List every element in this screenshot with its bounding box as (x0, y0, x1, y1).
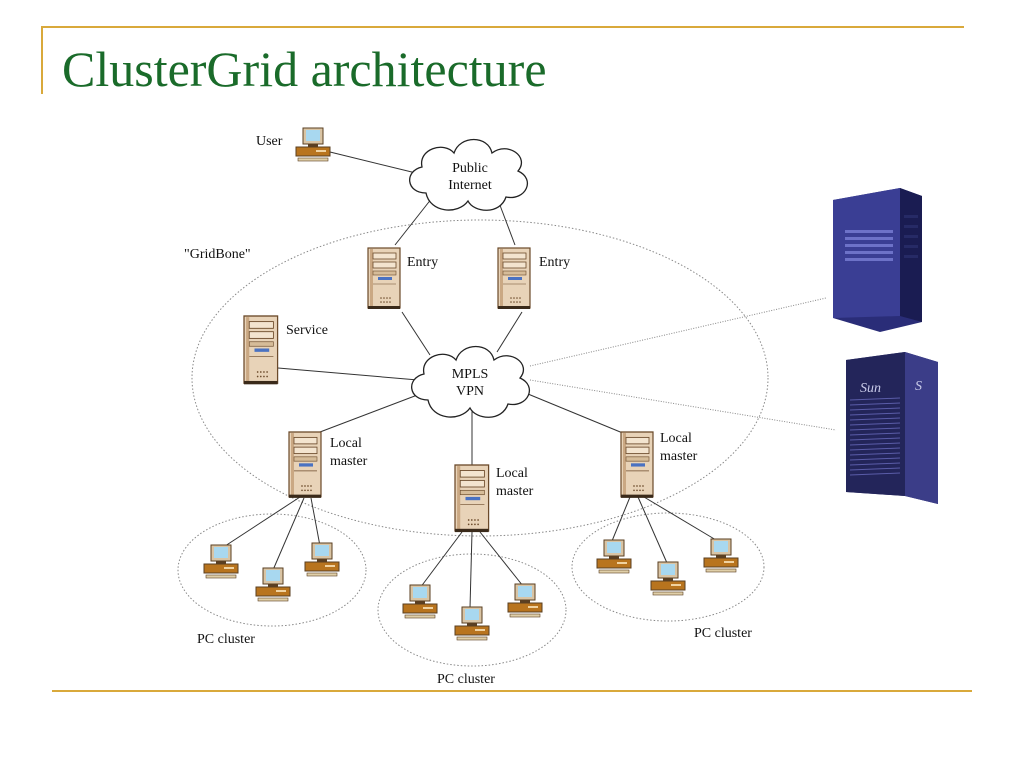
service-label: Service (286, 323, 328, 338)
entry-server-left (367, 247, 401, 310)
network-links (221, 151, 717, 609)
local-master-left-line1: Local (330, 436, 362, 451)
mpls-vpn-cloud: MPLS VPN (411, 345, 531, 418)
user-label: User (256, 134, 283, 149)
local-master-left-line2: master (330, 454, 368, 469)
supercomputer-bottom: Sun S (846, 352, 938, 504)
pc-cluster-right (596, 538, 739, 596)
slide-title: ClusterGrid architecture (62, 41, 547, 97)
mpls-label-line1: MPLS (452, 367, 489, 382)
public-internet-cloud: Public Internet (409, 138, 529, 211)
local-master-center (454, 464, 490, 533)
internet-label-line2: Internet (448, 178, 492, 193)
title-accent-vertical (41, 26, 43, 94)
pc-cluster-center-label: PC cluster (437, 672, 495, 687)
local-master-right-line1: Local (660, 431, 692, 446)
gridbone-ellipse (191, 219, 769, 537)
supercomputer-top (833, 188, 922, 332)
pc-cluster-left-ellipse (177, 513, 367, 627)
gridbone-label: "GridBone" (184, 247, 251, 262)
pc-cluster-left (203, 542, 340, 602)
internet-label-line1: Public (452, 161, 488, 176)
entry-server-right (497, 247, 531, 310)
footer-rule (52, 690, 972, 692)
local-master-left (288, 431, 322, 499)
mpls-label-line2: VPN (456, 384, 484, 399)
local-master-right (620, 431, 654, 499)
pc-cluster-left-label: PC cluster (197, 632, 255, 647)
supercomputer-links (529, 297, 837, 431)
pc-cluster-center (402, 583, 543, 641)
service-server (243, 315, 279, 385)
pc-cluster-right-label: PC cluster (694, 626, 752, 641)
sun-logo-text-side: S (915, 379, 922, 394)
title-accent-horizontal (41, 26, 964, 28)
pc-cluster-center-ellipse (377, 553, 567, 667)
sun-logo-text: Sun (860, 381, 881, 396)
local-master-center-line1: Local (496, 466, 528, 481)
entry-right-label: Entry (539, 255, 570, 270)
user-pc (295, 127, 331, 162)
pc-cluster-right-ellipse (571, 512, 765, 622)
local-master-right-line2: master (660, 449, 698, 464)
local-master-center-line2: master (496, 484, 534, 499)
entry-left-label: Entry (407, 255, 438, 270)
